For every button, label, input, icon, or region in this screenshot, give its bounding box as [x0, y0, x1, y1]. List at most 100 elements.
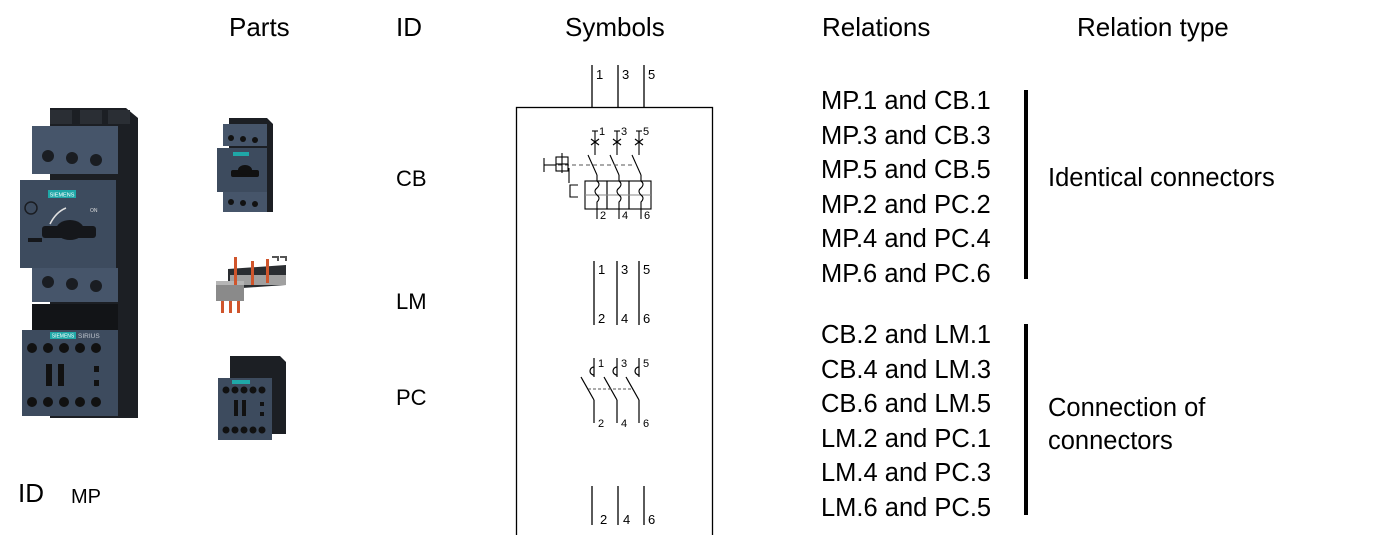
part-id-cb: CB	[396, 166, 427, 191]
pc-terminal-4: 4	[621, 418, 627, 430]
lm-terminal-4: 4	[621, 311, 628, 326]
outer-terminal-2: 2	[600, 512, 607, 527]
contactor-front	[22, 330, 118, 416]
assembly-image-mp: SIEMENS ON SIEMENS SIRIUS	[8, 108, 148, 448]
cb-terminal-5: 5	[643, 126, 649, 138]
screw-terminal	[42, 276, 54, 288]
header-symbols: Symbols	[565, 12, 665, 42]
circuit-breaker-illustration	[217, 118, 273, 212]
contactor-terminal	[91, 397, 101, 407]
relation-item: MP.2 and PC.2	[821, 190, 991, 219]
contactor-terminal	[59, 397, 69, 407]
relation-item: MP.5 and CB.5	[821, 156, 991, 184]
part-id-pc: PC	[396, 385, 427, 410]
contactor-window	[58, 364, 64, 386]
relation-item: LM.2 and PC.1	[821, 424, 992, 453]
handle-slot	[28, 238, 42, 242]
relation-item: CB.6 and LM.5	[821, 390, 992, 418]
lm-terminal-5: 5	[643, 262, 650, 277]
header-relation-type: Relation type	[1077, 12, 1229, 42]
outer-terminal-1: 1	[596, 67, 603, 82]
assembly-id-value: MP	[71, 486, 101, 508]
dial-icon	[24, 201, 38, 215]
pc-terminal-3: 3	[621, 358, 627, 370]
relation-type-connection: Connection of connectors	[1048, 392, 1205, 458]
part-image-cb	[215, 118, 277, 216]
pc-terminal-5: 5	[643, 358, 649, 370]
cb-terminal-2: 2	[600, 210, 606, 222]
cb-terminal-1: 1	[599, 126, 605, 138]
header-parts: Parts	[229, 12, 290, 42]
relation-item: LM.4 and PC.3	[821, 459, 992, 487]
screw-terminal	[90, 154, 102, 166]
contactor-terminal	[75, 343, 85, 353]
link-module-section	[32, 304, 118, 330]
screw-terminal	[90, 280, 102, 292]
contactor-terminal	[43, 343, 53, 353]
symbols-schematic: 1 3 5 2 4 6 1 3 5	[515, 65, 714, 535]
contactor-indicator	[94, 366, 99, 372]
part-id-lm: LM	[396, 289, 427, 314]
screw-terminal	[66, 152, 78, 164]
pc-terminal-2: 2	[598, 418, 604, 430]
symbol-cb	[543, 130, 652, 219]
contactor-terminal	[91, 343, 101, 353]
relation-type-identical: Identical connectors	[1048, 164, 1275, 192]
contactor-terminal	[27, 397, 37, 407]
relation-item: MP.1 and CB.1	[821, 87, 991, 115]
relation-item: CB.2 and LM.1	[821, 321, 992, 349]
relation-item: LM.6 and PC.5	[821, 493, 992, 522]
lm-terminal-6: 6	[643, 311, 650, 326]
lm-terminal-3: 3	[621, 262, 628, 277]
power-contactor-illustration	[218, 356, 286, 440]
motor-starter-assembly-illustration: SIEMENS ON SIEMENS SIRIUS	[20, 108, 138, 418]
relation-item: MP.3 and CB.3	[821, 121, 991, 150]
siemens-badge-contactor	[50, 332, 76, 339]
contactor-window	[46, 364, 52, 386]
group-bracket-identical	[1024, 90, 1028, 279]
cb-terminal-4: 4	[622, 210, 628, 222]
part-image-pc	[216, 356, 288, 442]
part-image-lm	[214, 255, 290, 315]
outer-terminal-5: 5	[648, 67, 655, 82]
pc-terminal-6: 6	[643, 418, 649, 430]
contactor-terminal	[75, 397, 85, 407]
relation-group-connection: CB.2 and LM.1 CB.4 and LM.3 CB.6 and LM.…	[821, 318, 991, 525]
terminal-cover	[108, 110, 130, 124]
siemens-badge-contactor-text: SIEMENS	[52, 334, 75, 340]
contactor-indicator	[94, 380, 99, 386]
pc-terminal-1: 1	[598, 358, 604, 370]
contactor-terminal	[27, 343, 37, 353]
relation-type-connection-line1: Connection of	[1048, 394, 1206, 422]
breaker-upper-block	[32, 126, 118, 174]
symbol-lm	[593, 261, 640, 325]
cb-terminal-6: 6	[644, 210, 650, 222]
on-label: ON	[90, 208, 98, 214]
contactor-terminal	[59, 343, 69, 353]
relation-item: MP.4 and PC.4	[821, 225, 991, 253]
relation-type-connection-line2: connectors	[1048, 427, 1173, 455]
relation-group-identical: MP.1 and CB.1 MP.3 and CB.3 MP.5 and CB.…	[821, 84, 991, 291]
siemens-badge	[48, 190, 76, 198]
link-module-illustration	[216, 256, 287, 313]
siemens-badge-text: SIEMENS	[50, 193, 75, 199]
group-bracket-connection	[1024, 324, 1028, 515]
outer-terminal-3: 3	[622, 67, 629, 82]
symbol-pc	[580, 358, 640, 423]
terminal-cover	[50, 110, 72, 124]
cb-terminal-3: 3	[621, 126, 627, 138]
screw-terminal	[42, 150, 54, 162]
outer-terminal-6: 6	[648, 512, 655, 527]
header-id: ID	[396, 12, 422, 42]
sirius-label: SIRIUS	[78, 333, 100, 340]
header-relations: Relations	[822, 12, 931, 42]
assembly-id-label: ID	[18, 478, 44, 508]
relation-item: MP.6 and PC.6	[821, 259, 991, 288]
symbol-outer-box	[515, 106, 714, 535]
contactor-terminal	[43, 397, 53, 407]
screw-terminal	[66, 278, 78, 290]
relation-item: CB.4 and LM.3	[821, 355, 992, 384]
rotary-handle	[42, 226, 96, 238]
outer-terminal-4: 4	[623, 512, 630, 527]
terminal-cover	[80, 110, 102, 124]
